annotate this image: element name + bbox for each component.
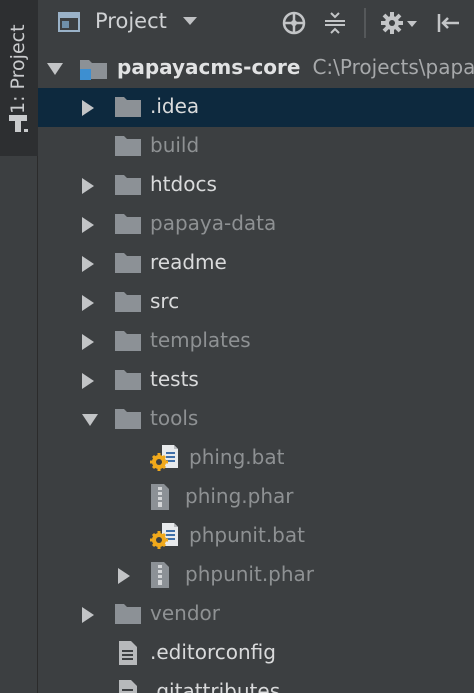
folder-icon (114, 135, 141, 157)
chevron-right-icon[interactable] (118, 568, 130, 584)
chevron-right-icon[interactable] (82, 607, 94, 623)
tree-item-label: .gitattributes (150, 679, 281, 693)
tree-item-label: phing.phar (185, 484, 294, 508)
chevron-down-icon[interactable] (183, 17, 197, 25)
project-toolbar: Project (38, 0, 474, 46)
project-tool-tab[interactable]: 1: Project (0, 0, 38, 156)
hide-panel-icon[interactable] (435, 10, 461, 36)
project-view-selector[interactable]: Project (95, 9, 167, 33)
archive-file-icon (148, 483, 172, 511)
tree-item-label: phpunit.phar (185, 562, 315, 586)
tree-folder-row[interactable]: src (38, 283, 474, 322)
tree-file-row[interactable]: phpunit.phar (38, 556, 474, 595)
folder-icon (114, 213, 141, 235)
bat-file-icon (148, 444, 180, 472)
tree-folder-row[interactable]: templates (38, 322, 474, 361)
tree-file-row[interactable]: .editorconfig (38, 634, 474, 673)
tree-item-label: papaya-data (150, 211, 277, 235)
tree-file-row[interactable]: phing.bat (38, 439, 474, 478)
project-tool-icon (8, 113, 30, 133)
tree-item-label: .editorconfig (150, 640, 276, 664)
tree-folder-row[interactable]: tests (38, 361, 474, 400)
tree-item-label: htdocs (150, 172, 217, 196)
tree-file-row[interactable]: .gitattributes (38, 673, 474, 693)
folder-icon (114, 96, 141, 118)
text-file-icon (117, 640, 139, 666)
tree-item-label: phpunit.bat (189, 523, 305, 547)
chevron-right-icon[interactable] (82, 373, 94, 389)
tree-folder-row[interactable]: vendor (38, 595, 474, 634)
folder-icon (114, 252, 141, 274)
tree-item-label: tests (150, 367, 199, 391)
tree-file-row[interactable]: phing.phar (38, 478, 474, 517)
archive-file-icon (148, 561, 172, 589)
chevron-right-icon[interactable] (82, 178, 94, 194)
tree-folder-row[interactable]: readme (38, 244, 474, 283)
bat-file-icon (148, 522, 180, 550)
locate-icon[interactable] (281, 10, 307, 36)
root-project-name: papayacms-core (117, 55, 301, 79)
folder-icon (114, 369, 141, 391)
tree-file-row[interactable]: phpunit.bat (38, 517, 474, 556)
project-tool-tab-label: 1: Project (7, 24, 29, 114)
folder-icon (114, 408, 141, 430)
tree-item-label: build (150, 133, 200, 157)
tree-folder-row[interactable]: tools (38, 400, 474, 439)
tool-window-strip: 1: Project (0, 0, 38, 693)
tree-folder-row[interactable]: .idea (38, 88, 474, 127)
project-panel: Project (38, 0, 474, 693)
gear-icon[interactable] (379, 10, 421, 36)
toolbar-separator (364, 8, 366, 38)
folder-icon (114, 603, 141, 625)
collapse-all-icon[interactable] (322, 10, 348, 36)
chevron-right-icon[interactable] (82, 217, 94, 233)
tree-item-label: vendor (150, 601, 220, 625)
tree-item-label: src (150, 289, 180, 313)
chevron-right-icon[interactable] (82, 256, 94, 272)
tree-item-label: tools (150, 406, 199, 430)
tree-item-label: readme (150, 250, 227, 274)
chevron-right-icon[interactable] (82, 334, 94, 350)
tree-folder-row[interactable]: build (38, 127, 474, 166)
tree-folder-row[interactable]: htdocs (38, 166, 474, 205)
folder-icon (114, 174, 141, 196)
chevron-down-icon[interactable] (82, 414, 98, 426)
chevron-right-icon[interactable] (82, 100, 94, 116)
tree-folder-row[interactable]: papaya-data (38, 205, 474, 244)
tree-root-row[interactable]: papayacms-core C:\Projects\papa (38, 49, 474, 88)
project-view-icon (58, 12, 80, 32)
folder-icon (114, 330, 141, 352)
root-project-path: C:\Projects\papa (312, 55, 474, 79)
folder-icon (114, 291, 141, 313)
module-folder-icon (79, 57, 109, 80)
text-file-icon (117, 679, 139, 693)
tree-item-label: .idea (150, 94, 200, 118)
tree-item-label: phing.bat (189, 445, 285, 469)
tree-item-label: templates (150, 328, 251, 352)
chevron-right-icon[interactable] (82, 295, 94, 311)
chevron-down-icon[interactable] (47, 63, 63, 75)
